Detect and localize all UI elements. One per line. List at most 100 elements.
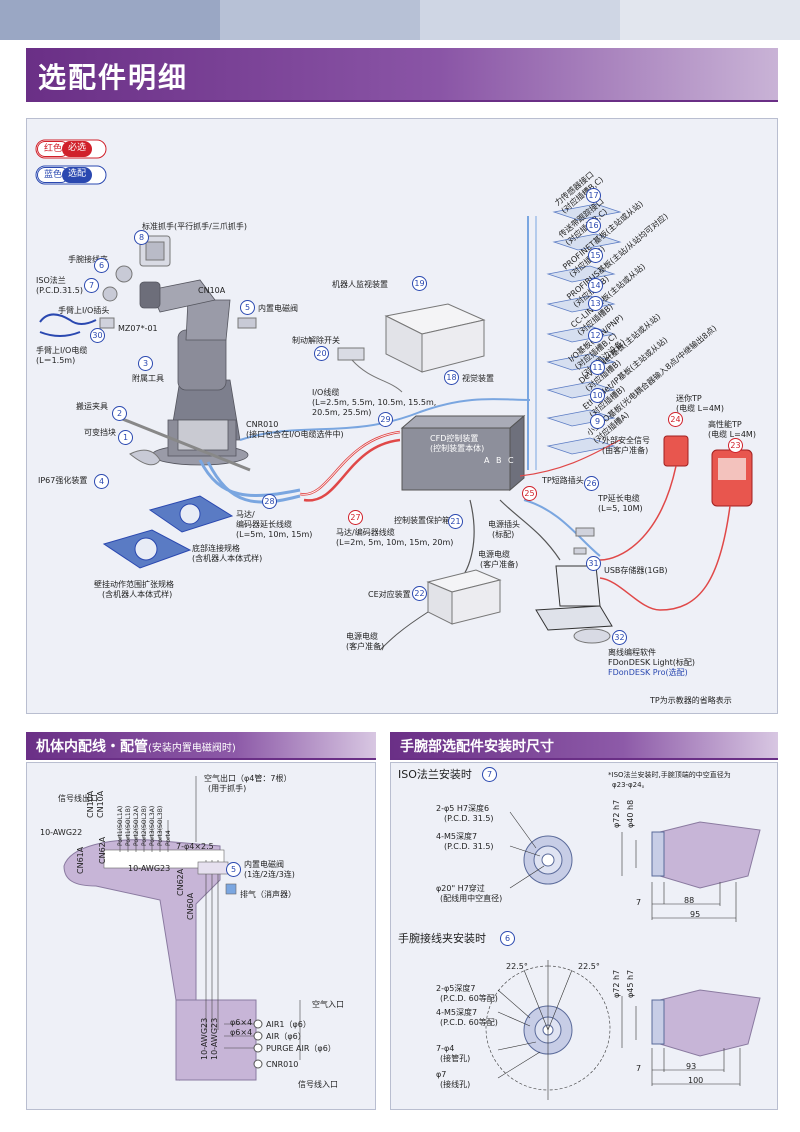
num-badge-8: 8 [134,230,149,245]
clamp-d3-note: (接管孔) [440,1054,471,1063]
label-accessory: 附属工具 [132,374,164,383]
num-badge-3: 3 [138,356,153,371]
iso-note-2: φ23-φ24。 [612,781,649,789]
num-badge-23: 23 [728,438,743,453]
label-hand: 标准抓手(平行抓手/三爪抓手) [142,222,247,231]
label-mini-tp-cable: (电缆 L=4M) [676,404,724,413]
label-power-plug-note: (标配) [492,530,515,539]
iso-d1-pcd: (P.C.D. 31.5) [444,814,494,823]
num-badge-32: 32 [612,630,627,645]
label-tp-short: TP短路插头 [542,476,584,485]
legend-blue-label: 选配 [62,167,93,183]
iso-h1: 7 [636,898,642,907]
wiring-title: 机体内配线・配管 [36,739,148,755]
label-robot-monitor: 机器人监视装置 [332,280,388,289]
wiring-air: AIR（φ6） [266,1032,306,1041]
wiring-signal-out: 信号线出口 [58,794,98,803]
label-enc-ext-len: (L=5m, 10m, 15m) [236,530,313,539]
label-enc: 马达/编码器线缆 [336,528,395,537]
label-power-cable-b: 电源电缆 [346,632,378,641]
label-arm-io-cable: 手臂上I/O电缆 [36,346,88,355]
label-tp-note: TP为示教器的省略表示 [650,696,732,705]
clamp-d2-pcd: (P.C.D. 60等配) [440,1018,498,1027]
band-seg-2 [220,0,420,40]
label-ext-safety-note: (由客户准备) [602,446,649,455]
num-badge-11: 11 [590,360,605,375]
clamp-title-text: 手腕接线夹安装时 [398,932,486,945]
num-badge-1: 1 [118,430,133,445]
num-badge-2: 2 [112,406,127,421]
label-wrist-clamp: 手腕接线夹 [68,255,108,264]
clamp-v1: φ72 h7 [612,969,621,998]
wiring-tubes: 7-φ4×2.5 [176,842,214,851]
wiring-signal-in: 信号线入口 [298,1080,338,1089]
label-power-cable-a-note: (客户准备) [480,560,519,569]
wiring-cnr010: CNR010 [266,1060,299,1069]
clamp-d1-pcd: (P.C.D. 60等配) [440,994,498,1003]
wiring-num-5: 5 [226,862,241,877]
label-cfd-note: (控制装置本体) [430,444,485,453]
label-tp-ext: TP延长电缆 [598,494,640,503]
clamp-d3: 7-φ4 [436,1044,455,1053]
legend-red-label: 必选 [62,141,93,157]
num-badge-4: 4 [94,474,109,489]
slot-a: A [484,456,490,465]
label-ext-safety: 外部安全信号 [602,436,650,445]
page-title-bar: 选配件明细 [26,48,778,100]
iso-title: ISO法兰安装时 [398,768,472,782]
num-badge-12: 12 [588,328,603,343]
num-badge-29: 29 [378,412,393,427]
clamp-d1: 2-φ5深度7 [436,984,476,993]
label-cnr010-note: (接口包含在I/O电缆选件中) [246,430,344,439]
label-solenoid: 内置电磁阀 [258,304,298,313]
label-iso-flange: ISO法兰 [36,276,66,285]
dims-header-line [390,758,778,760]
wiring-purge: PURGE AIR（φ6） [266,1044,336,1053]
slot-b: B [496,456,502,465]
wiring-title-wrap: 机体内配线・配管(安装内置电磁阀时) [36,736,236,756]
dims-title: 手腕部选配件安装时尺寸 [400,739,554,755]
num-badge-31: 31 [586,556,601,571]
num-badge-7: 7 [84,278,99,293]
label-cn10a: CN10A [198,286,226,295]
wiring-air-in: 空气入口 [312,1000,344,1009]
num-badge-14: 14 [588,278,603,293]
label-software-pro: FDonDESK Pro(选配) [608,668,688,677]
band-seg-3 [420,0,620,40]
clamp-title: 手腕接线夹安装时 [398,932,486,946]
num-badge-16: 16 [586,218,601,233]
num-badge-22: 22 [412,586,427,601]
title-underline [26,100,778,102]
num-badge-24: 24 [668,412,683,427]
num-badge-25: 25 [522,486,537,501]
num-badge-6: 6 [94,258,109,273]
label-mz07: MZ07*-01 [118,324,158,333]
label-io-cable-len-2: 20.5m, 25.5m) [312,408,372,417]
clamp-d4-note: (接线孔) [440,1080,471,1089]
num-badge-5: 5 [240,300,255,315]
band-seg-1 [0,0,220,40]
legend-blue-tag: 蓝色 [37,167,70,183]
iso-title-text: ISO法兰安装时 [398,768,472,781]
top-color-band [0,0,800,40]
label-mini-tp: 迷你TP [676,394,702,403]
iso-d2-pcd: (P.C.D. 31.5) [444,842,494,851]
label-variable-stop: 可变挡块 [84,428,116,437]
wiring-awg22: 10-AWG22 [40,828,83,837]
page-title: 选配件明细 [38,61,189,94]
num-badge-10: 10 [590,388,605,403]
num-badge-21: 21 [448,514,463,529]
label-hi-tp-cable: (电缆 L=4M) [708,430,756,439]
label-io-cable-len-1: (L=2.5m, 5.5m, 10.5m, 15.5m, [312,398,437,407]
iso-d2: 4-M5深度7 [436,832,478,841]
iso-note-1: *ISO法兰安装时,手腕顶端的中空直径为 [608,771,731,779]
label-enc-len: (L=2m, 5m, 10m, 15m, 20m) [336,538,454,547]
label-tp-ext-len: (L=5, 10M) [598,504,643,513]
num-badge-26: 26 [584,476,599,491]
num-badge-17: 17 [586,188,601,203]
clamp-a1: 22.5° [506,962,528,971]
iso-num: 7 [482,767,497,782]
label-usb: USB存储器(1GB) [604,566,668,575]
label-arm-io-cable-len: (L＝1.5m) [36,356,76,365]
